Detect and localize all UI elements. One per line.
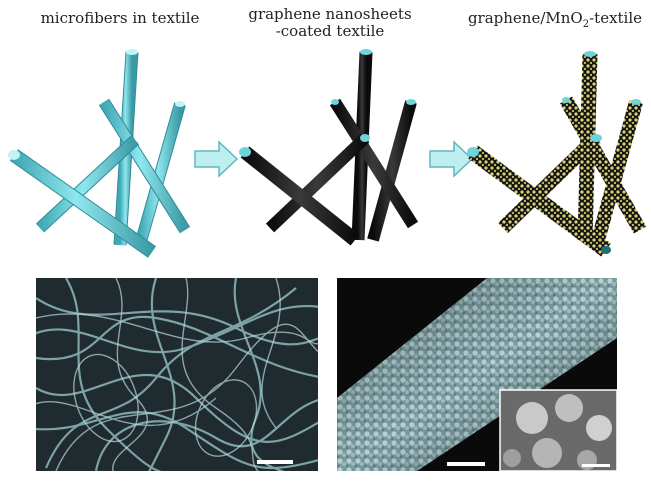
graphene-mno2-illustration [448,40,651,270]
scale-bar-inset [582,464,610,467]
sem-textile-micrograph [36,278,318,471]
sem-inset [500,390,617,471]
sem-mno2-fiber-micrograph [337,278,617,471]
scale-bar-2 [447,462,485,466]
microfibers-illustration [0,40,205,270]
label-mno2-suffix: -textile [589,9,642,27]
label-graphene-line1: graphene nanosheets [245,6,415,23]
label-graphene-mno2: graphene/MnO2-textile [460,10,650,33]
graphene-coated-illustration [225,40,430,270]
label-graphene-coated: graphene nanosheets -coated textile [245,6,415,40]
label-graphene-line2: -coated textile [245,23,415,40]
scale-bar-1 [257,460,293,464]
label-mno2-prefix: graphene/MnO [468,9,583,27]
label-microfibers: microfibers in textile [20,10,220,27]
